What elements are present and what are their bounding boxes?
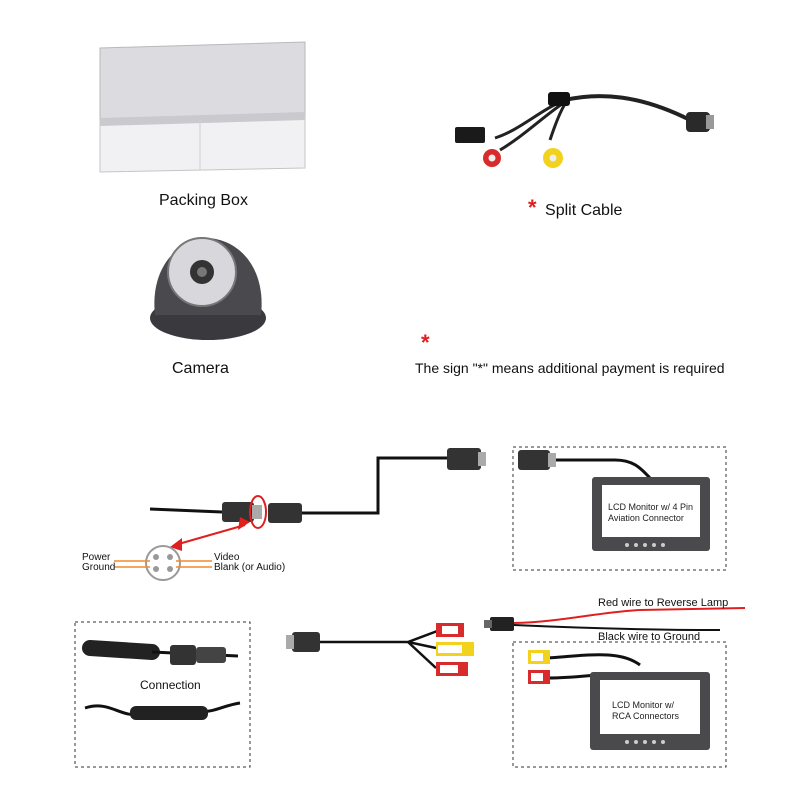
- monitor-bottom-line2: RCA Connectors: [612, 711, 680, 721]
- split-cable-caption: * Split Cable: [528, 195, 622, 221]
- monitor-top-line2: Aviation Connector: [608, 513, 684, 523]
- connection-box: [74, 621, 251, 768]
- pinout-diagram: [114, 545, 212, 581]
- pin-ground-label: Ground: [82, 562, 116, 573]
- split-cable-diagram: [286, 623, 474, 676]
- camera-label: Camera: [172, 360, 229, 377]
- note-star-icon: *: [421, 330, 430, 355]
- note-text: The sign "*" means additional payment is…: [415, 360, 725, 376]
- monitor-bottom-text: LCD Monitor w/ RCA Connectors: [612, 700, 679, 722]
- monitor-top-line1: LCD Monitor w/ 4 Pin: [608, 502, 694, 512]
- required-star-icon: *: [528, 195, 537, 220]
- pin-blank-label: Blank (or Audio): [214, 562, 286, 573]
- packing-box-image: [99, 41, 306, 173]
- split-cable-label: Split Cable: [545, 202, 623, 219]
- monitor-bottom-box: [512, 641, 727, 768]
- pin-power-label: Power: [82, 552, 111, 563]
- red-wire-label: Red wire to Reverse Lamp: [598, 597, 729, 609]
- camera-cable-run: [149, 448, 486, 551]
- split-cable-image: [455, 92, 714, 168]
- power-lead: [484, 607, 746, 631]
- packing-box-label: Packing Box: [159, 192, 248, 209]
- camera-image: [150, 237, 266, 340]
- pin-video-label: Video: [214, 552, 240, 563]
- connection-label: Connection: [140, 678, 201, 692]
- monitor-top-text: LCD Monitor w/ 4 Pin Aviation Connector: [608, 502, 693, 524]
- monitor-top-box: [512, 446, 727, 571]
- pin-right-labels: Video Blank (or Audio): [214, 553, 285, 573]
- monitor-bottom-line1: LCD Monitor w/: [612, 700, 675, 710]
- pin-left-labels: Power Ground: [82, 553, 115, 573]
- black-wire-label: Black wire to Ground: [598, 631, 701, 643]
